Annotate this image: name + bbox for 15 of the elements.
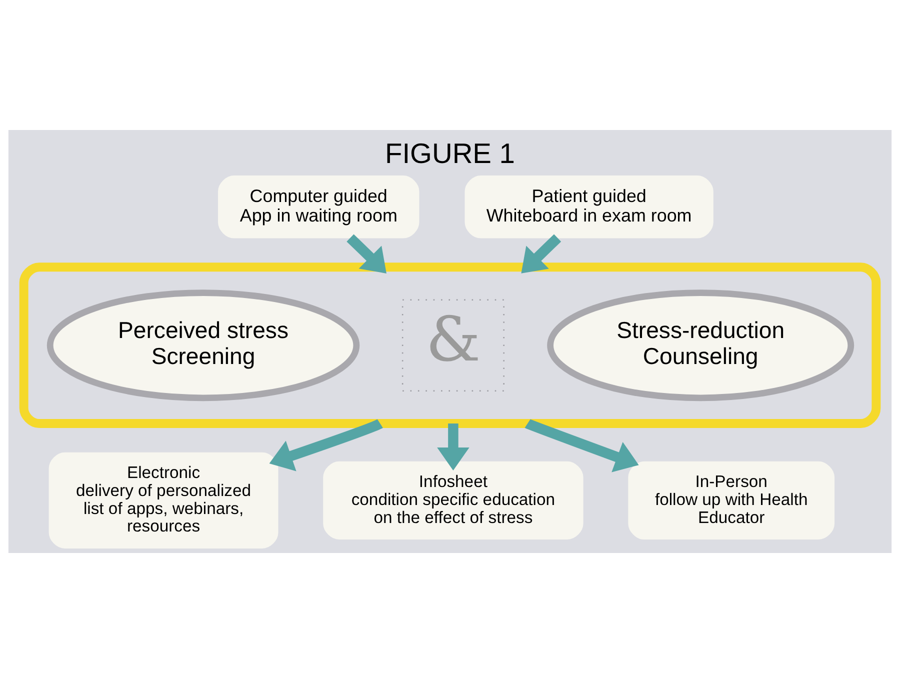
arrow [346,234,386,274]
node-ellipse: Perceived stress Screening [46,290,360,402]
arrow [521,234,562,274]
node-box: Electronic delivery of personalized list of apps, webinars, resources [48,452,278,549]
node-box: & [402,299,504,392]
diagram-title: FIGURE 1 [385,136,515,169]
node-box: In-Person follow up with Health Educator [628,461,835,540]
node-ellipse: Stress-reduction Counseling [547,290,854,402]
cluster [19,262,881,428]
arrow [526,418,639,472]
node-box: Infosheet condition specific education on the effect of stress [323,461,584,540]
arrow [269,418,382,472]
arrow [437,424,470,470]
node-box: Patient guided Whiteboard in exam room [464,176,714,238]
node-box: Computer guided App in waiting room [218,176,420,238]
